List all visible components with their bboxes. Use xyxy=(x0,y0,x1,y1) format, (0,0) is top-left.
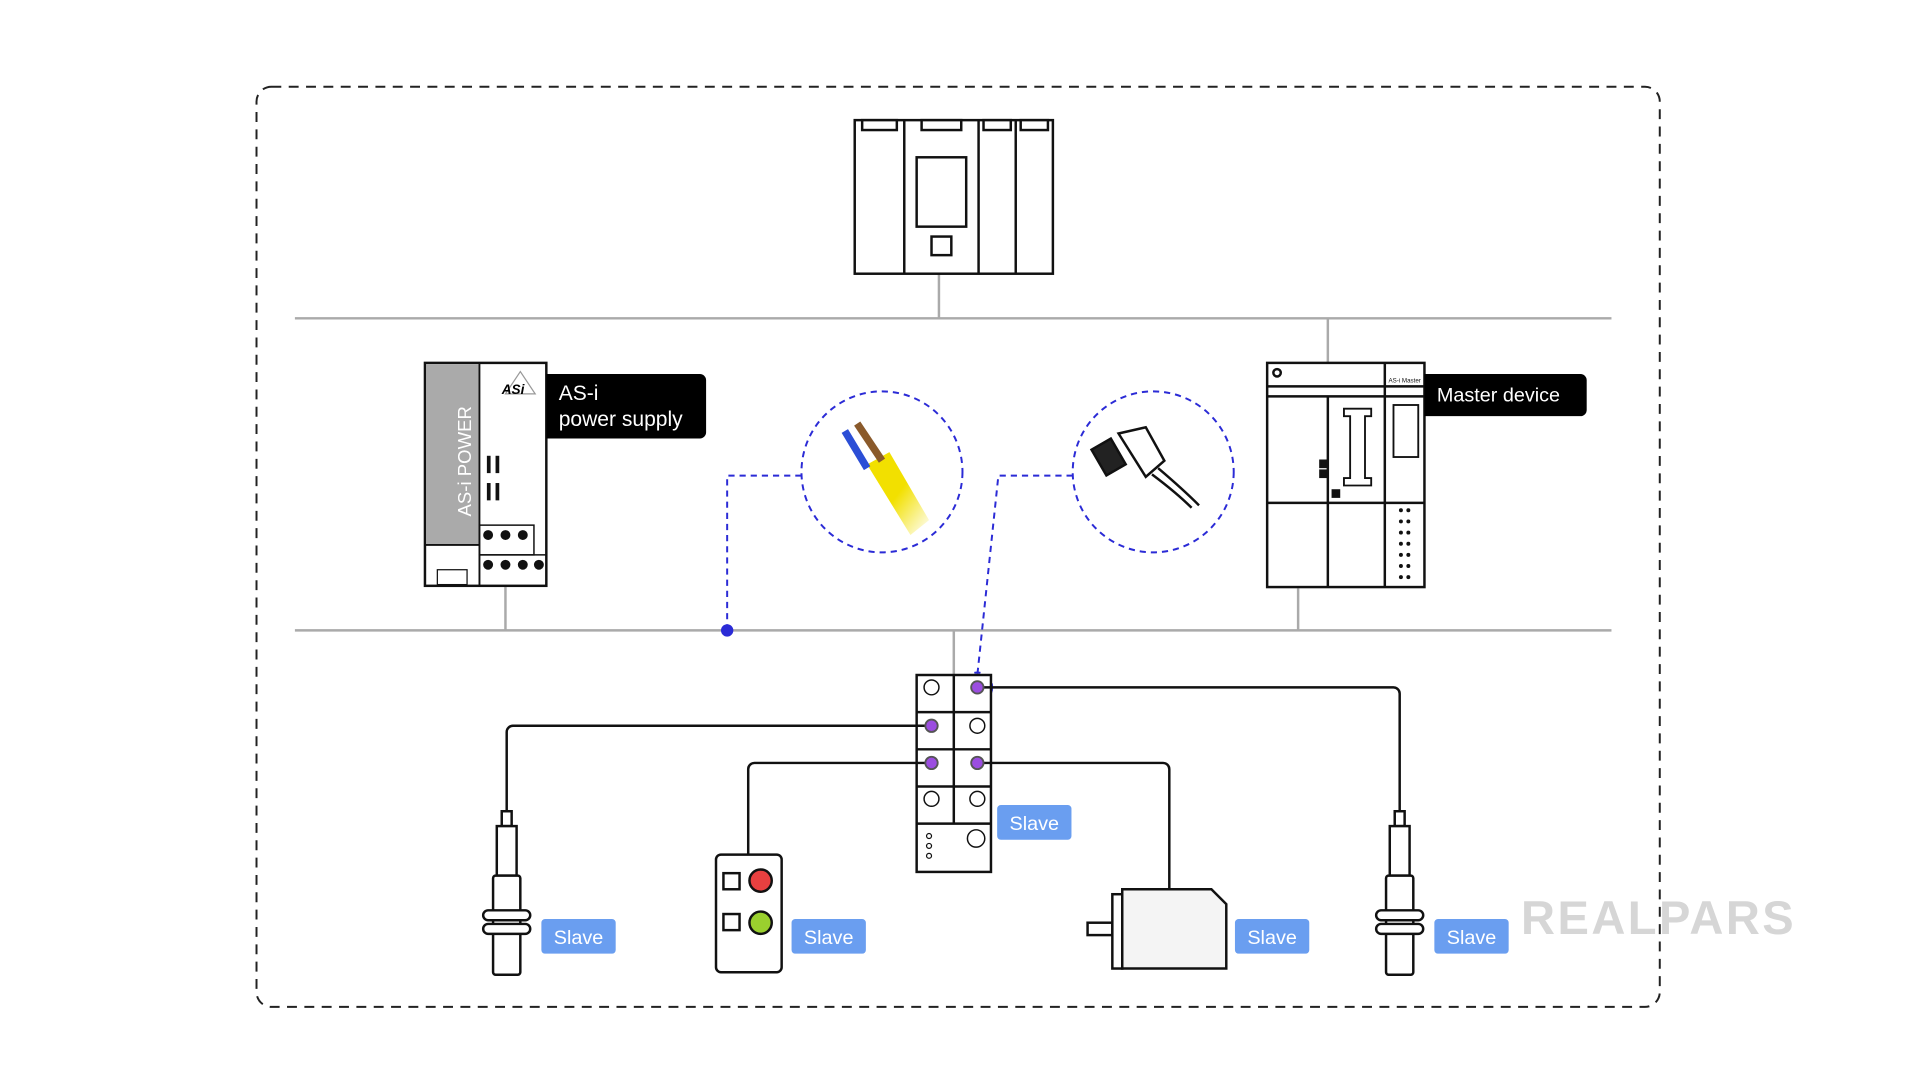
pushbutton-station xyxy=(714,853,783,974)
slave-badge-text: Slave xyxy=(554,927,604,949)
master-label-text: Master device xyxy=(1437,384,1560,406)
as-i-master-device xyxy=(1265,361,1426,589)
master-device-label: Master device xyxy=(1424,374,1587,417)
slave-badge-sensor-left: Slave xyxy=(541,918,616,954)
slave-badge-text: Slave xyxy=(1247,927,1297,949)
motor xyxy=(1086,888,1228,970)
slave-badge-text: Slave xyxy=(1010,813,1060,835)
connector-callout xyxy=(1071,390,1235,554)
as-i-power-supply: AS-i POWER ASi xyxy=(423,361,548,588)
as-i-slave-module xyxy=(915,673,993,874)
flat-cable-callout xyxy=(800,390,964,554)
asi-logo: ASi xyxy=(501,382,526,397)
slave-wires xyxy=(505,686,1401,890)
inductive-sensor-left xyxy=(481,809,532,976)
slave-badge-module: Slave xyxy=(997,805,1072,840)
master-device-text: AS-i Master xyxy=(1389,378,1421,385)
slave-badge-motor: Slave xyxy=(1234,918,1310,954)
bus-drops xyxy=(504,273,1330,675)
callout-links xyxy=(726,390,1235,704)
power-supply-label: AS-i power supply xyxy=(546,374,707,439)
power-supply-label-line2: power supply xyxy=(559,408,683,431)
plc-controller xyxy=(853,118,1055,275)
slave-badge-pushbutton: Slave xyxy=(791,918,866,954)
slave-badge-text: Slave xyxy=(1447,927,1497,949)
master-io-dots xyxy=(1398,508,1411,580)
slave-badge-sensor-right: Slave xyxy=(1434,918,1509,954)
power-supply-device-text: AS-i POWER xyxy=(454,406,475,516)
inductive-sensor-right xyxy=(1374,809,1425,976)
power-supply-label-line1: AS-i xyxy=(559,382,599,405)
slave-badge-text: Slave xyxy=(804,927,854,949)
bus-tap-point xyxy=(720,624,734,637)
occupied-ports xyxy=(924,680,985,771)
realpars-watermark: REALPARS xyxy=(1521,891,1796,944)
m12-connector-icon xyxy=(1089,425,1200,509)
system-boundary xyxy=(255,85,1661,1008)
as-i-flat-cable-icon xyxy=(841,421,930,536)
